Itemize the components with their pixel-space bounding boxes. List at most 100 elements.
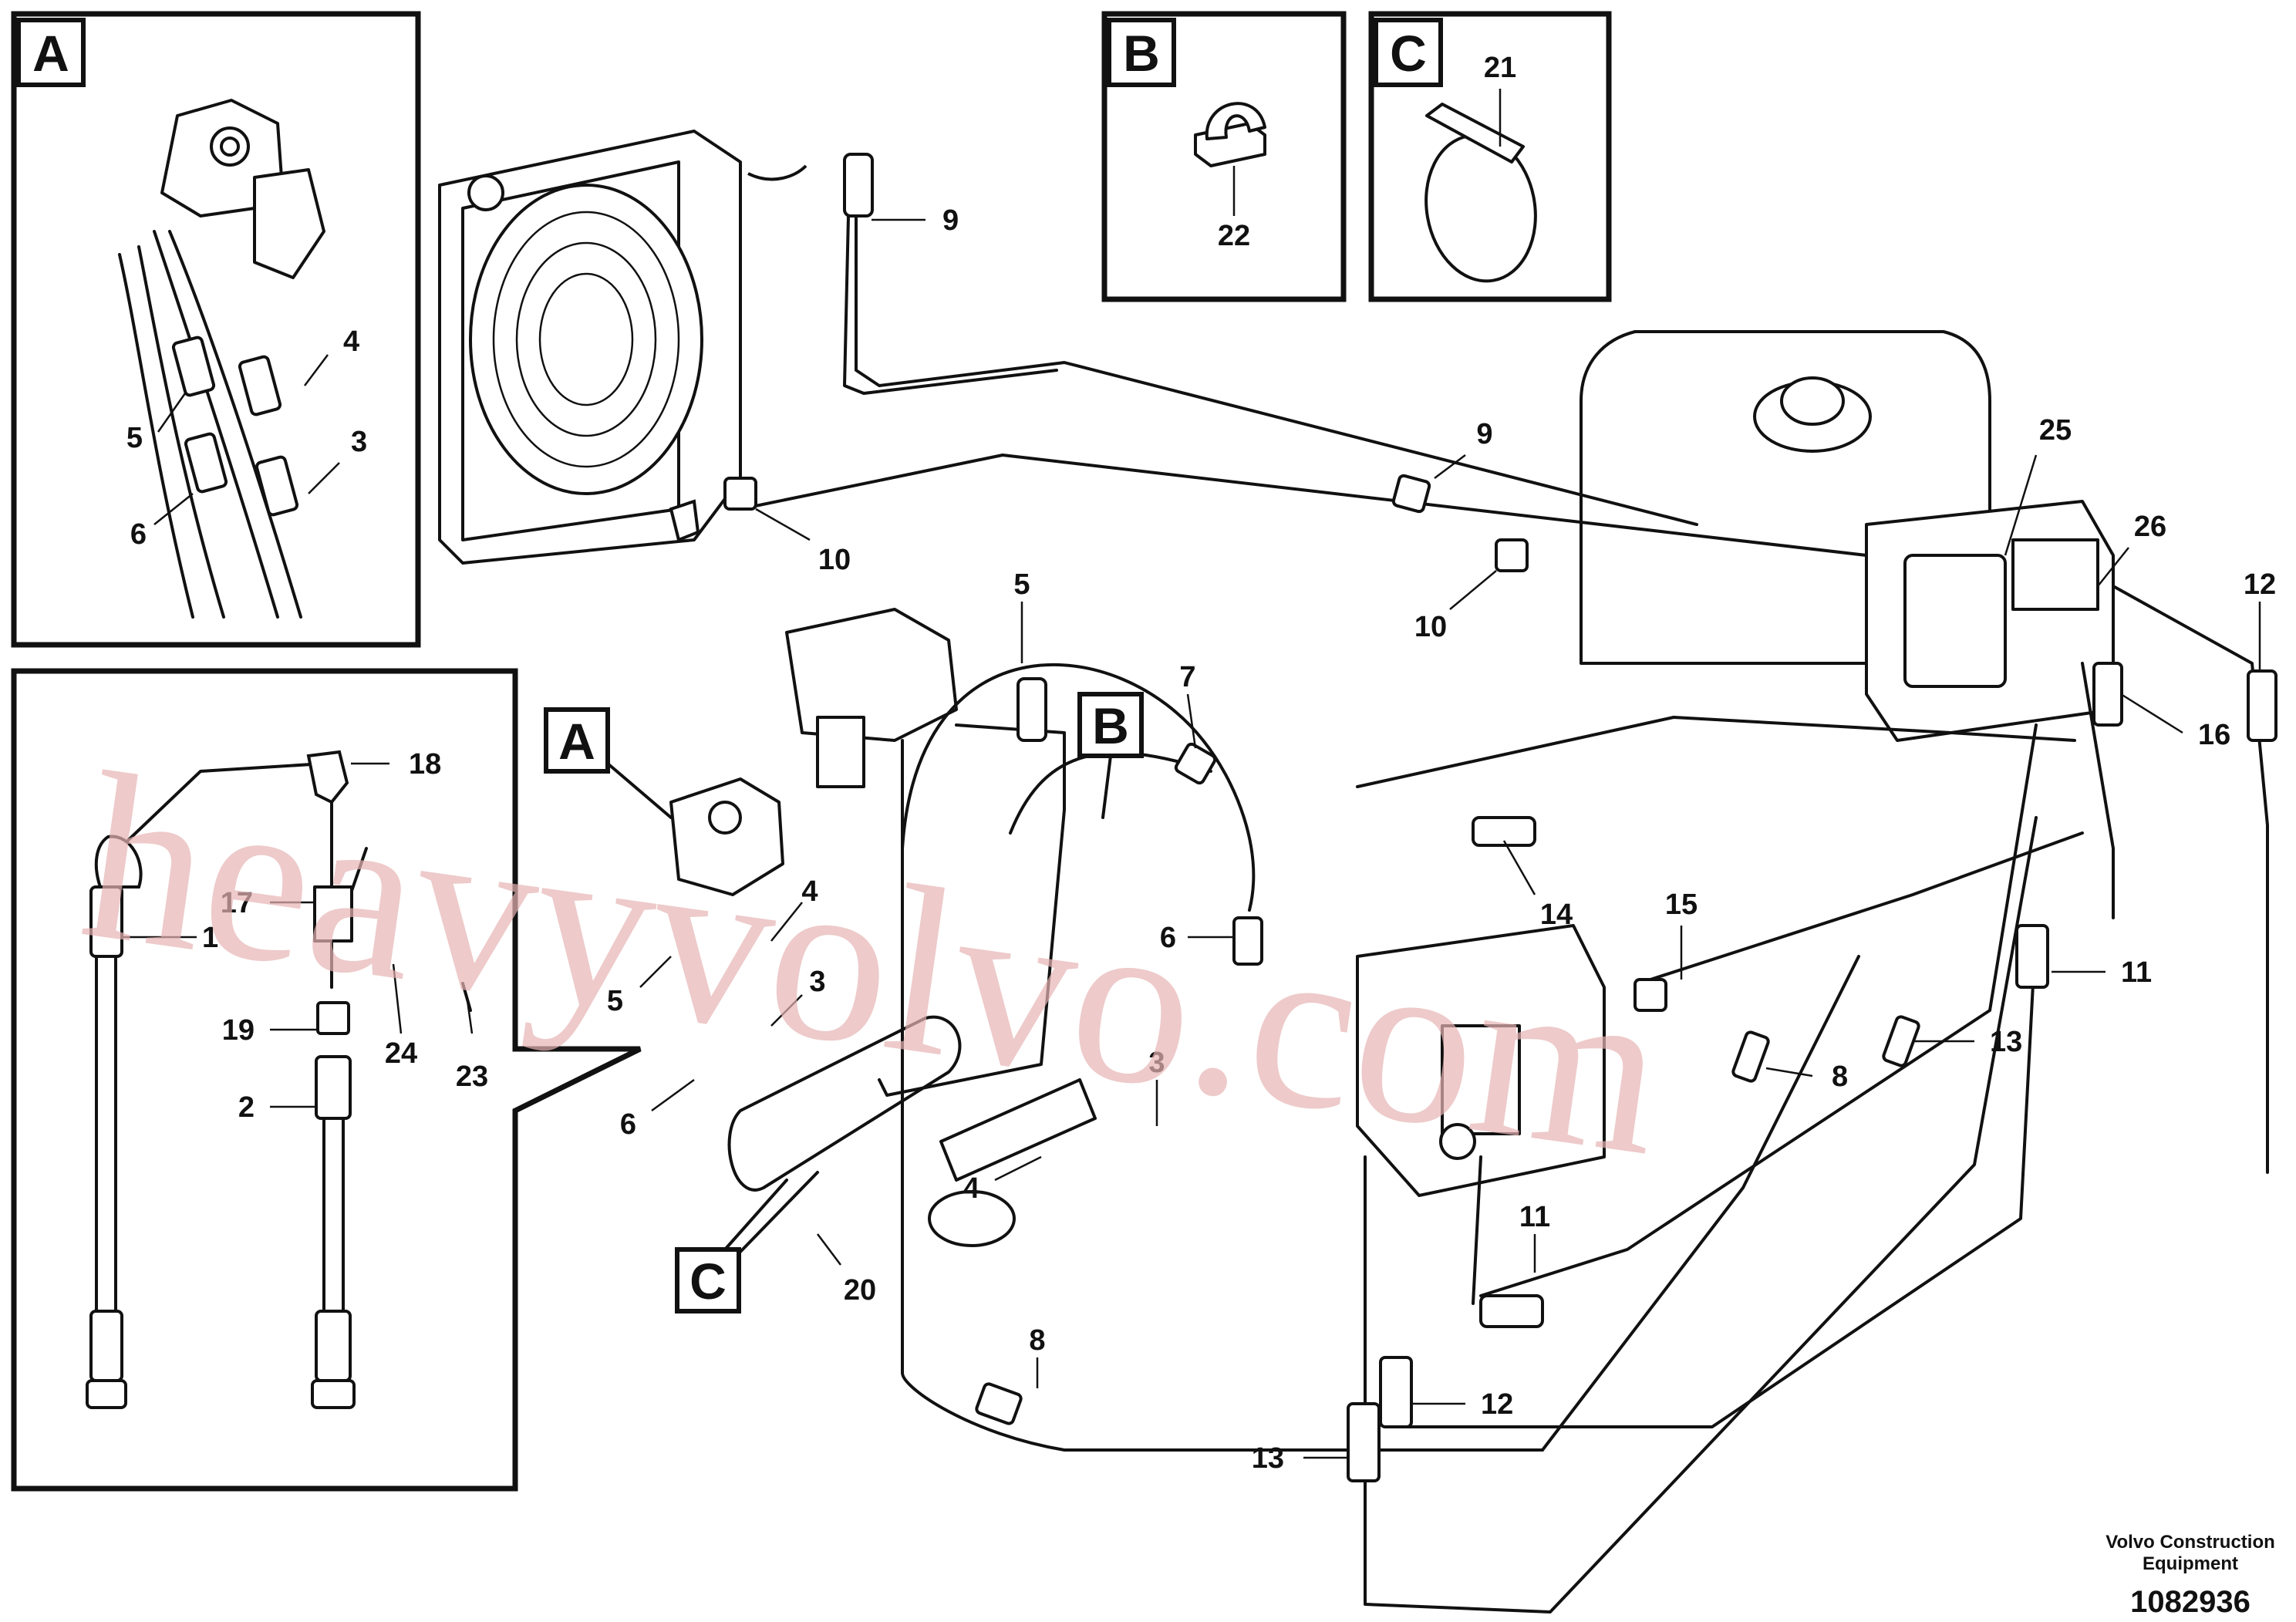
detail-lower-nut-bottom-right bbox=[311, 1379, 356, 1409]
main-detail-pointers: A B C bbox=[544, 692, 1144, 1313]
leader-a-6 bbox=[153, 493, 194, 525]
main-b-pointer bbox=[1101, 754, 1112, 819]
hose-7b bbox=[1009, 751, 1212, 835]
cylinder-eye bbox=[928, 1190, 1016, 1247]
detail-lower-frame bbox=[11, 668, 642, 1492]
detail-panel-a: A 4 5 3 6 bbox=[11, 11, 421, 648]
callout-1: 1 bbox=[202, 922, 218, 954]
callout-9-top: 9 bbox=[942, 204, 959, 237]
caption-drawing-number: 1082936 bbox=[2130, 1585, 2250, 1619]
callout-11-lower: 11 bbox=[1519, 1201, 1550, 1233]
fitting-9-top bbox=[843, 153, 874, 218]
pump-body bbox=[785, 608, 958, 742]
fitting-16 bbox=[2092, 662, 2123, 727]
detail-lower-valve-handle bbox=[350, 847, 368, 892]
leader-a-5 bbox=[157, 393, 187, 433]
fitting-15 bbox=[1633, 978, 1667, 1012]
fitting-11-right bbox=[2015, 924, 2049, 989]
detail-lower-fitting-bottom-left bbox=[89, 1310, 123, 1382]
hose-7 bbox=[901, 663, 1256, 912]
leader-6-a bbox=[651, 1078, 695, 1112]
leader-14 bbox=[1502, 840, 1536, 895]
detail-b-frame bbox=[1101, 11, 1347, 302]
leader-4-lower bbox=[994, 1155, 1042, 1182]
callout-12-right: 12 bbox=[2244, 568, 2276, 601]
callout-8-lower: 8 bbox=[1029, 1324, 1045, 1357]
detail-a-hose-4b bbox=[168, 230, 302, 619]
callout-16: 16 bbox=[2198, 719, 2230, 751]
detail-a-fitting-3 bbox=[255, 455, 299, 517]
hose-10 bbox=[739, 454, 1868, 557]
main-b-badge bbox=[1077, 692, 1144, 758]
callout-9-mid: 9 bbox=[1476, 418, 1492, 450]
callout-19: 19 bbox=[222, 1014, 255, 1047]
detail-lower-fitting-2 bbox=[315, 1055, 352, 1120]
detail-lower-hose-upper bbox=[118, 762, 325, 850]
tank-filler-cap bbox=[1780, 376, 1845, 426]
leader-10-left bbox=[755, 508, 811, 541]
detail-lower-elbow-18 bbox=[306, 750, 349, 804]
fitting-8-right bbox=[1731, 1030, 1770, 1083]
leader-a-3 bbox=[308, 462, 340, 494]
fitting-6-main bbox=[1232, 916, 1263, 966]
detail-panel-lower: 18 17 1 19 24 23 2 bbox=[11, 668, 642, 1492]
hose-9-upper-b bbox=[843, 214, 1058, 395]
fitting-11-lower bbox=[1479, 1294, 1544, 1328]
caption-brand-line2: Equipment bbox=[2143, 1553, 2238, 1574]
detail-a-fitting-6 bbox=[184, 432, 228, 494]
main-a-pointer bbox=[606, 762, 673, 819]
fitting-14 bbox=[1472, 816, 1536, 847]
control-valve bbox=[1356, 924, 1606, 1197]
leader-3-main bbox=[770, 994, 803, 1027]
fitting-9-mid bbox=[1391, 474, 1431, 514]
leader-a-4 bbox=[304, 354, 329, 386]
detail-a-hose-4 bbox=[118, 253, 194, 619]
main-c-badge-label: C bbox=[689, 1253, 727, 1310]
callout-8-right: 8 bbox=[1832, 1061, 1848, 1093]
callout-3: 3 bbox=[351, 426, 367, 458]
main-c-pointer-1 bbox=[723, 1179, 788, 1251]
callout-13-right: 13 bbox=[1990, 1026, 2022, 1058]
main-b-badge-label: B bbox=[1092, 697, 1129, 754]
hose-9-upper bbox=[855, 214, 1698, 526]
fitting-12-right bbox=[2247, 669, 2277, 742]
detail-c-hose-clamp-21 bbox=[1424, 133, 1537, 283]
leader-23 bbox=[465, 994, 474, 1034]
hose-14 bbox=[1356, 716, 2076, 788]
cylinder-rod bbox=[939, 1078, 1097, 1182]
hose-11-run bbox=[1479, 723, 2038, 1297]
cooler-bottom-port bbox=[669, 499, 700, 542]
detail-a-fitting-4 bbox=[238, 355, 282, 416]
detail-a-frame bbox=[11, 11, 421, 648]
callout-20: 20 bbox=[844, 1274, 876, 1307]
detail-lower-adapter-19 bbox=[316, 1001, 350, 1035]
valve-solenoid-25 bbox=[1903, 554, 2007, 688]
detail-c-badge bbox=[1374, 18, 1443, 87]
callout-5-a: 5 bbox=[607, 985, 623, 1017]
leader-7 bbox=[1186, 693, 1197, 749]
cooler-fan-ring-3 bbox=[538, 272, 634, 406]
callout-6-main: 6 bbox=[1160, 922, 1176, 954]
callout-4: 4 bbox=[343, 325, 359, 358]
control-valve-section bbox=[1441, 1024, 1521, 1135]
callout-2: 2 bbox=[238, 1091, 255, 1124]
detail-lower-elbow-1 bbox=[94, 835, 143, 889]
steering-unit bbox=[669, 777, 784, 896]
callout-25: 25 bbox=[2039, 414, 2072, 447]
steering-valve-port bbox=[708, 801, 742, 835]
fitting-10-right bbox=[1495, 538, 1529, 572]
callout-5-main: 5 bbox=[1013, 568, 1030, 601]
detail-a-port-inner bbox=[220, 137, 240, 157]
hose-15 bbox=[1649, 831, 2084, 981]
callout-7: 7 bbox=[1179, 661, 1195, 693]
leader-10-right bbox=[1449, 570, 1497, 610]
callout-13-lower: 13 bbox=[1252, 1442, 1284, 1475]
fitting-12-lower bbox=[1379, 1356, 1413, 1428]
callout-21: 21 bbox=[1484, 52, 1516, 84]
callout-11-right: 11 bbox=[2121, 956, 2152, 989]
main-callouts: 9 9 10 10 5 7 6 4 5 3 6 3 4 20 8 14 15 8 bbox=[607, 204, 2276, 1475]
detail-panel-c: C 21 bbox=[1368, 11, 1612, 302]
callout-5: 5 bbox=[126, 422, 143, 454]
callout-4-lower: 4 bbox=[963, 1172, 979, 1205]
detail-b-badge bbox=[1107, 18, 1176, 87]
